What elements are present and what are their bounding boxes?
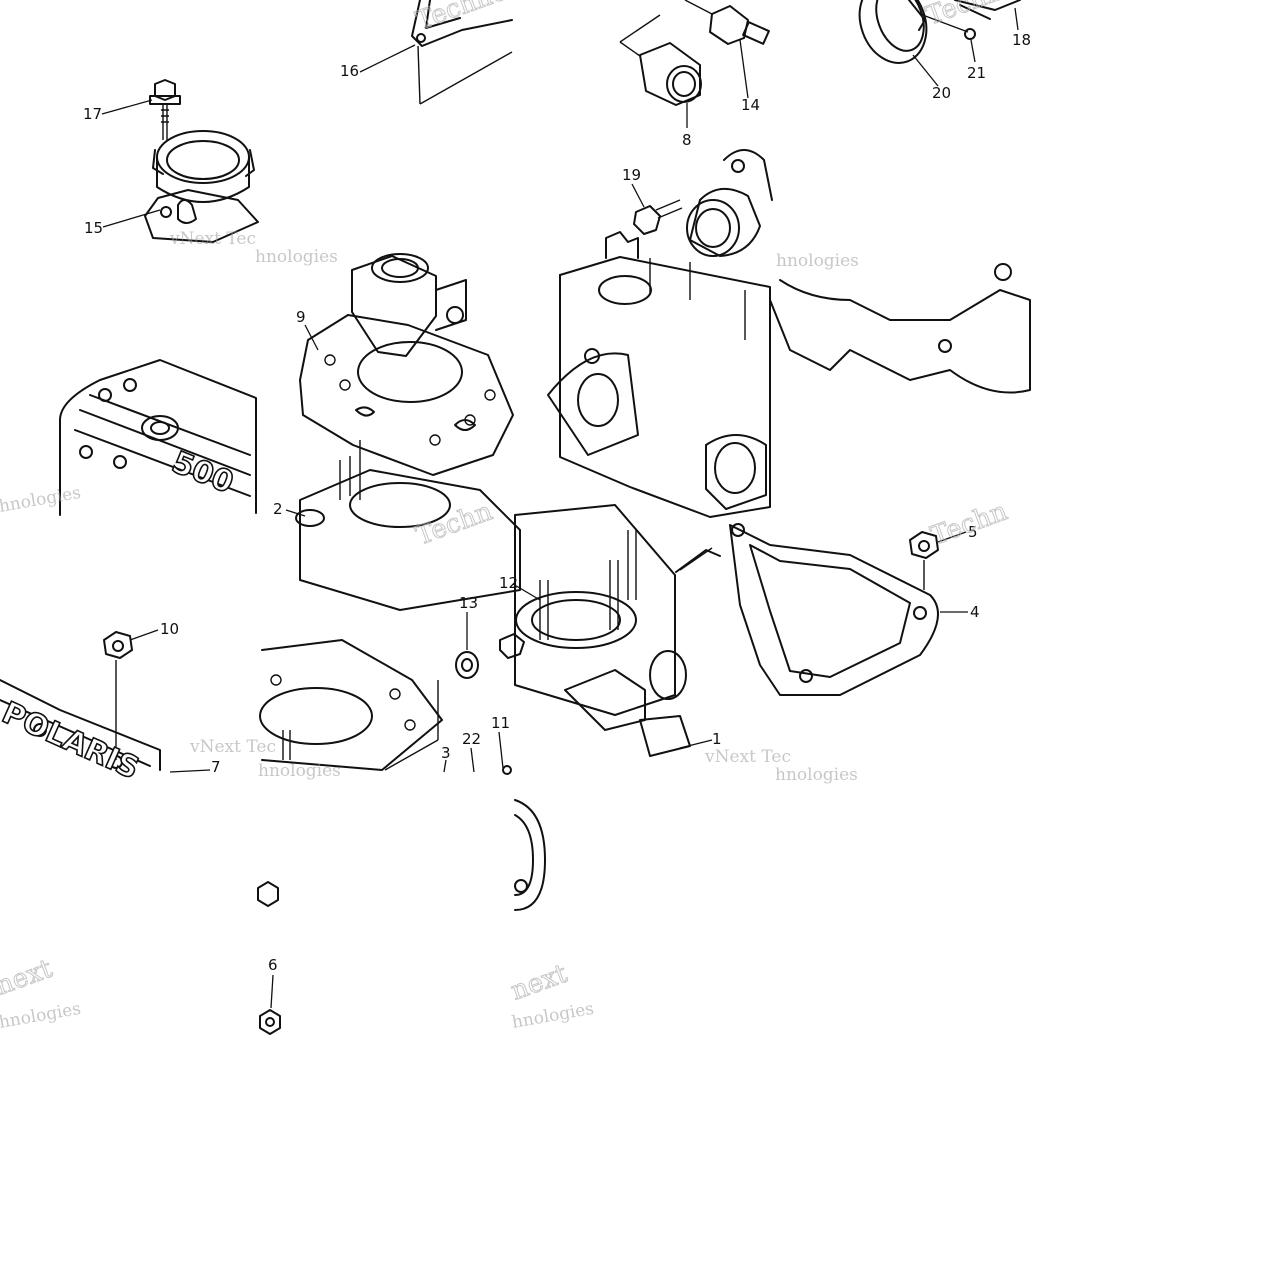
watermark-text: vNext Tec xyxy=(704,747,791,767)
leader-11 xyxy=(498,731,504,769)
leader-15 xyxy=(102,209,161,228)
watermark-text: hnologies xyxy=(776,251,859,271)
leader-20 xyxy=(912,54,939,87)
exhaust-flange xyxy=(514,799,546,911)
screw-21 xyxy=(919,13,976,40)
watermark-text: vNext Tec xyxy=(169,229,256,249)
callout-4: 4 xyxy=(970,603,980,621)
leader-7 xyxy=(169,769,211,773)
clamp-20 xyxy=(858,0,928,64)
callout-10: 10 xyxy=(160,620,179,638)
callout-19: 19 xyxy=(622,166,641,184)
callout-12: 12 xyxy=(499,574,518,592)
watermark-text: vNext Tec xyxy=(189,737,276,757)
water-outlet-15 xyxy=(144,130,259,243)
callout-7: 7 xyxy=(211,758,221,776)
gasket-right xyxy=(769,263,1031,394)
callout-20: 20 xyxy=(932,84,951,102)
sleeve-8 xyxy=(619,14,702,106)
leader-1 xyxy=(679,739,713,749)
callout-15: 15 xyxy=(84,219,103,237)
callout-9: 9 xyxy=(296,308,306,326)
callout-2: 2 xyxy=(273,500,283,518)
gasket-16 xyxy=(411,0,513,105)
part-18 xyxy=(954,0,1021,20)
callout-8: 8 xyxy=(682,131,692,149)
watermark-text: hnologies xyxy=(258,761,341,781)
leader-9 xyxy=(304,324,319,351)
leader-10 xyxy=(129,629,159,641)
temp-sensor-14 xyxy=(684,0,770,45)
callout-11: 11 xyxy=(491,714,510,732)
callouts: 1 2 3 4 5 6 7 8 9 10 11 12 13 14 15 16 1… xyxy=(83,31,1031,974)
callout-21: 21 xyxy=(967,64,986,82)
water-fitting xyxy=(351,253,467,357)
callout-17: 17 xyxy=(83,105,102,123)
leader-5 xyxy=(937,531,967,543)
leader-19 xyxy=(631,183,645,208)
callout-6: 6 xyxy=(268,956,278,974)
leader-6 xyxy=(270,974,274,1009)
callout-16: 16 xyxy=(340,62,359,80)
cylinder-head-right xyxy=(547,256,771,518)
base-gasket xyxy=(259,639,443,771)
leader-16 xyxy=(359,44,416,73)
callout-18: 18 xyxy=(1012,31,1031,49)
leader-22 xyxy=(470,747,475,773)
callout-13: 13 xyxy=(459,594,478,612)
callout-14: 14 xyxy=(741,96,760,114)
watermark-text: next xyxy=(0,954,57,1002)
leader-3 xyxy=(443,759,447,773)
callout-1: 1 xyxy=(712,730,722,748)
callout-22: 22 xyxy=(462,730,481,748)
leader-14 xyxy=(739,39,749,99)
bolt-19 xyxy=(633,199,683,235)
nut-5 xyxy=(909,531,939,590)
cylinder-center xyxy=(514,504,721,757)
callout-5: 5 xyxy=(968,523,978,541)
leader-12 xyxy=(512,583,541,601)
callout-3: 3 xyxy=(441,744,451,762)
nut-6 xyxy=(257,881,281,1035)
leader-2 xyxy=(285,509,306,517)
cylinder-block xyxy=(295,440,521,611)
leader-18 xyxy=(1014,7,1019,31)
watermark-text: hnologies xyxy=(0,999,83,1033)
intake-boot xyxy=(605,149,773,259)
watermark-text: hnologies xyxy=(775,765,858,785)
watermark-text: hnologies xyxy=(255,247,338,267)
exhaust-gasket-4 xyxy=(729,523,939,696)
head-gasket-9 xyxy=(299,314,514,476)
nut-10 xyxy=(103,631,133,760)
leader-17 xyxy=(101,99,153,115)
washer-13 xyxy=(455,633,525,679)
leader-21 xyxy=(970,39,976,63)
oring-11 xyxy=(502,765,512,775)
